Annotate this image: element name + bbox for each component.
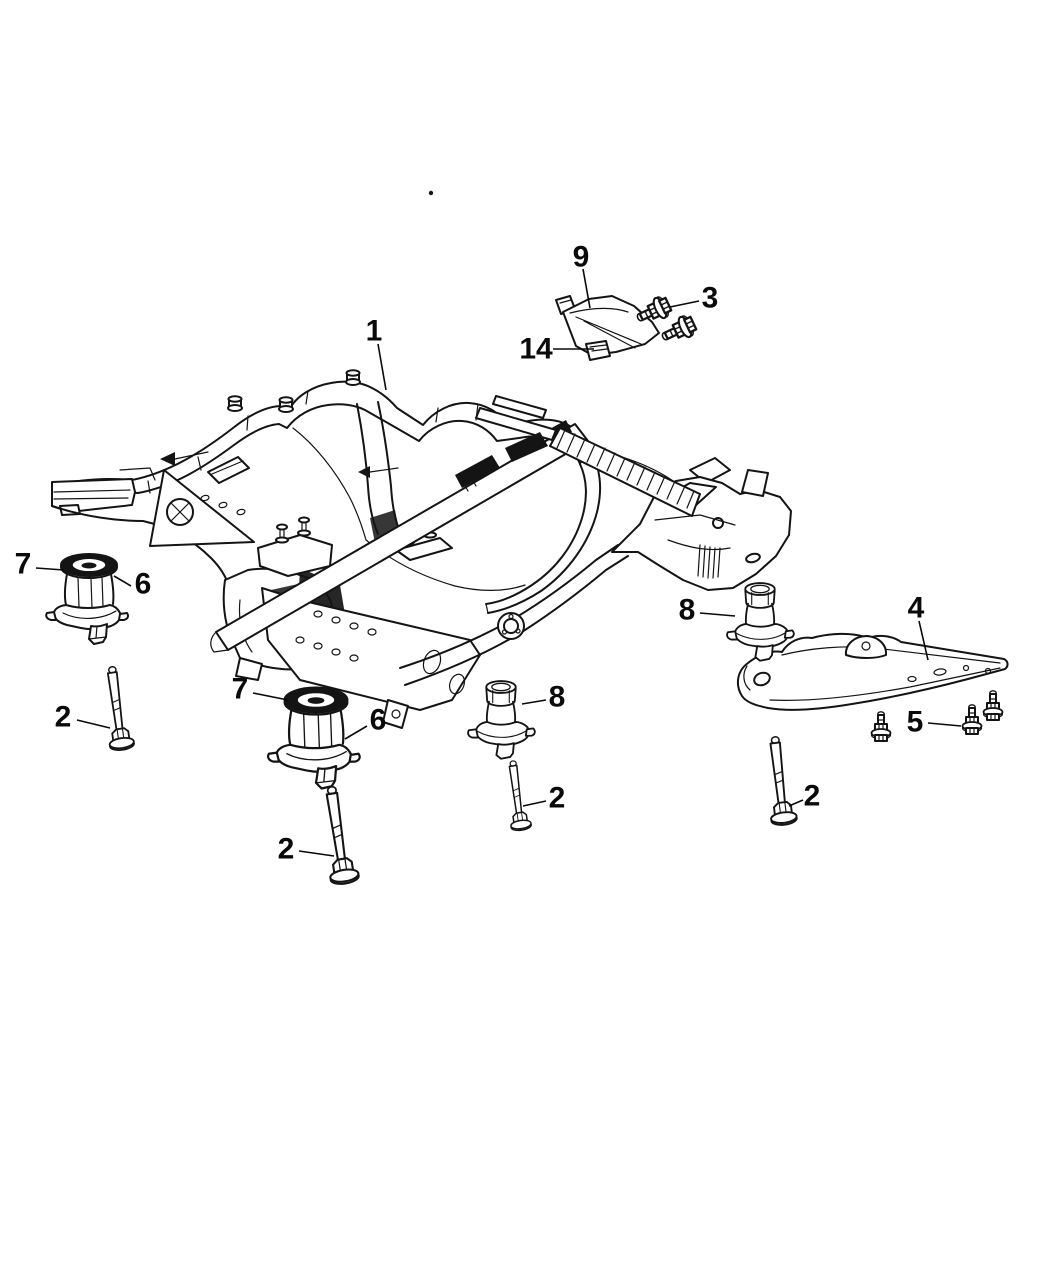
bracket-stud [297, 516, 311, 537]
callout-leader-line [113, 575, 132, 587]
callout-2: 2 [55, 701, 111, 734]
callouts-layer: 1 9 3 14 7 6 2 7 6 2 8 2 8 4 5 2 [15, 241, 962, 866]
callout-9: 9 [573, 241, 591, 309]
callout-1: 1 [366, 315, 387, 391]
callout-7: 7 [15, 548, 65, 581]
bracket-stud [275, 523, 289, 544]
callout-leader-line [788, 799, 804, 807]
callout-label: 2 [278, 833, 295, 866]
callout-leader-line [927, 722, 962, 727]
rail-stud-bolt [345, 369, 361, 386]
callout-label: 1 [366, 315, 383, 348]
callout-4: 4 [908, 592, 929, 661]
callout-label: 3 [702, 282, 719, 315]
callout-leader-line [521, 699, 547, 705]
callout-leader-line [377, 343, 387, 391]
callout-leader-line [918, 620, 929, 661]
page-dot-mark [428, 190, 434, 196]
callout-leader-line [582, 268, 591, 309]
callout-2: 2 [788, 780, 821, 813]
callout-label: 8 [549, 681, 566, 714]
callout-5: 5 [907, 706, 962, 739]
callout-label: 14 [519, 333, 553, 366]
callout-label: 6 [135, 568, 152, 601]
callout-2: 2 [278, 833, 335, 866]
callout-8: 8 [679, 594, 736, 627]
callout-6: 6 [113, 568, 152, 601]
callout-2: 2 [522, 782, 566, 815]
callout-label: 2 [549, 782, 566, 815]
callout-label: 7 [15, 548, 32, 581]
rear-isolator-bushing [467, 680, 536, 760]
callout-label: 5 [907, 706, 924, 739]
cradle-crossmember [51, 369, 792, 729]
cradle-mount-bolt [98, 664, 136, 753]
callout-label: 8 [679, 594, 696, 627]
tube-hatching [556, 429, 695, 509]
callout-label: 4 [908, 592, 925, 625]
cradle-mount-bolt [501, 758, 533, 833]
callout-leader-line [35, 567, 65, 571]
callout-leader-line [76, 719, 111, 729]
skid-plate-brace [736, 632, 1009, 711]
callout-label: 9 [573, 241, 590, 274]
callout-label: 2 [55, 701, 72, 734]
rail-stud-bolt [278, 396, 294, 413]
callout-7: 7 [232, 673, 289, 706]
callout-6: 6 [344, 704, 387, 740]
cradle-mount-bolt [315, 783, 361, 887]
skid-plate-screw [961, 703, 983, 735]
shield-bracket [555, 295, 660, 361]
callout-leader-line [522, 800, 547, 807]
callout-leader-line [252, 692, 289, 701]
callout-8: 8 [521, 681, 566, 714]
callout-leader-line [344, 725, 368, 740]
shield-clip [585, 340, 611, 361]
callout-label: 6 [370, 704, 387, 737]
rail-stud-bolt [227, 395, 243, 412]
callout-label: 7 [232, 673, 249, 706]
cradle-isolator-bushing [45, 553, 129, 645]
cradle-mount-bolt [760, 734, 799, 828]
callout-3: 3 [669, 282, 719, 315]
skid-plate-screw [870, 710, 892, 742]
callout-leader-line [669, 300, 700, 308]
callout-label: 2 [804, 780, 821, 813]
callout-14: 14 [519, 333, 594, 366]
skid-plate-screw [982, 689, 1004, 721]
callout-leader-line [699, 612, 736, 617]
callout-leader-line [298, 850, 335, 857]
